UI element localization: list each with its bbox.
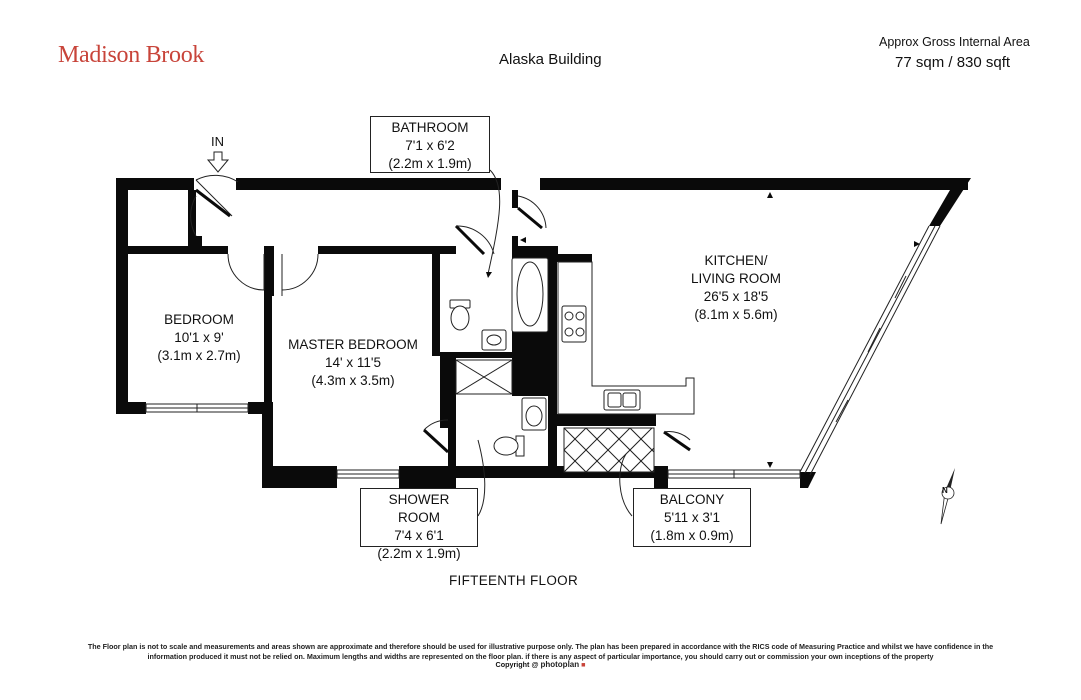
- brand-logo: Madison Brook: [58, 42, 205, 68]
- compass-north-label: N: [942, 486, 948, 495]
- kitchen-counter: [557, 261, 695, 415]
- callout-shower-room: SHOWER ROOM 7'4 x 6'1 (2.2m x 1.9m): [360, 488, 478, 561]
- room-kitchen-name-1: KITCHEN/: [704, 253, 768, 268]
- orientation-markers: [486, 192, 920, 468]
- room-bedroom-imperial: 10'1 x 9': [174, 330, 224, 345]
- room-shower-imperial: 7'4 x 6'1: [394, 528, 444, 543]
- callout-lines: [477, 169, 633, 517]
- compass-icon: [940, 468, 955, 525]
- callout-balcony: BALCONY 5'11 x 3'1 (1.8m x 0.9m): [633, 488, 751, 547]
- entrance-arrow-icon: [206, 151, 230, 173]
- room-kitchen-living: KITCHEN/ LIVING ROOM 26'5 x 18'5 (8.1m x…: [676, 252, 796, 324]
- entrance-label: IN: [211, 134, 224, 149]
- balcony-area: [563, 427, 655, 473]
- doors: [190, 174, 691, 454]
- copyright-text: Copyright @: [495, 660, 539, 669]
- room-balcony-name: BALCONY: [659, 492, 725, 507]
- room-bedroom-metric: (3.1m x 2.7m): [157, 348, 241, 363]
- window-diagonal: [799, 225, 941, 476]
- room-bedroom-name: BEDROOM: [164, 312, 234, 327]
- room-bathroom-imperial: 7'1 x 6'2: [405, 138, 455, 153]
- room-balcony-imperial: 5'11 x 3'1: [664, 510, 720, 525]
- copyright-line: Copyright @ photoplan ■: [0, 660, 1081, 669]
- windows: [145, 403, 801, 479]
- room-bathroom-name: BATHROOM: [391, 120, 469, 135]
- room-kitchen-imperial: 26'5 x 18'5: [703, 289, 769, 304]
- exterior-walls: [116, 178, 971, 488]
- room-shower-metric: (2.2m x 1.9m): [377, 546, 461, 561]
- room-master-metric: (4.3m x 3.5m): [311, 373, 395, 388]
- room-master-name: MASTER BEDROOM: [288, 337, 418, 352]
- disclaimer-text: The Floor plan is not to scale and measu…: [87, 642, 994, 661]
- room-master-bedroom: MASTER BEDROOM 14' x 11'5 (4.3m x 3.5m): [280, 336, 426, 390]
- room-kitchen-name-2: LIVING ROOM: [690, 271, 781, 286]
- room-bedroom: BEDROOM 10'1 x 9' (3.1m x 2.7m): [140, 311, 258, 365]
- room-shower-name: SHOWER ROOM: [388, 492, 450, 525]
- area-label: Approx Gross Internal Area: [879, 35, 1030, 49]
- callout-bathroom: BATHROOM 7'1 x 6'2 (2.2m x 1.9m): [370, 116, 490, 173]
- room-kitchen-metric: (8.1m x 5.6m): [694, 307, 778, 322]
- interior-walls: [128, 190, 656, 478]
- room-balcony-metric: (1.8m x 0.9m): [650, 528, 734, 543]
- building-name: Alaska Building: [499, 51, 602, 68]
- room-bathroom-metric: (2.2m x 1.9m): [388, 156, 472, 171]
- floor-label: FIFTEENTH FLOOR: [449, 573, 578, 588]
- photoplan-icon: ■: [581, 660, 586, 669]
- photoplan-logo: photoplan: [540, 660, 580, 669]
- shower-room-fixtures: [455, 359, 547, 457]
- bathroom-fixtures: [449, 257, 549, 351]
- room-master-imperial: 14' x 11'5: [325, 355, 381, 370]
- area-value: 77 sqm / 830 sqft: [895, 54, 1011, 71]
